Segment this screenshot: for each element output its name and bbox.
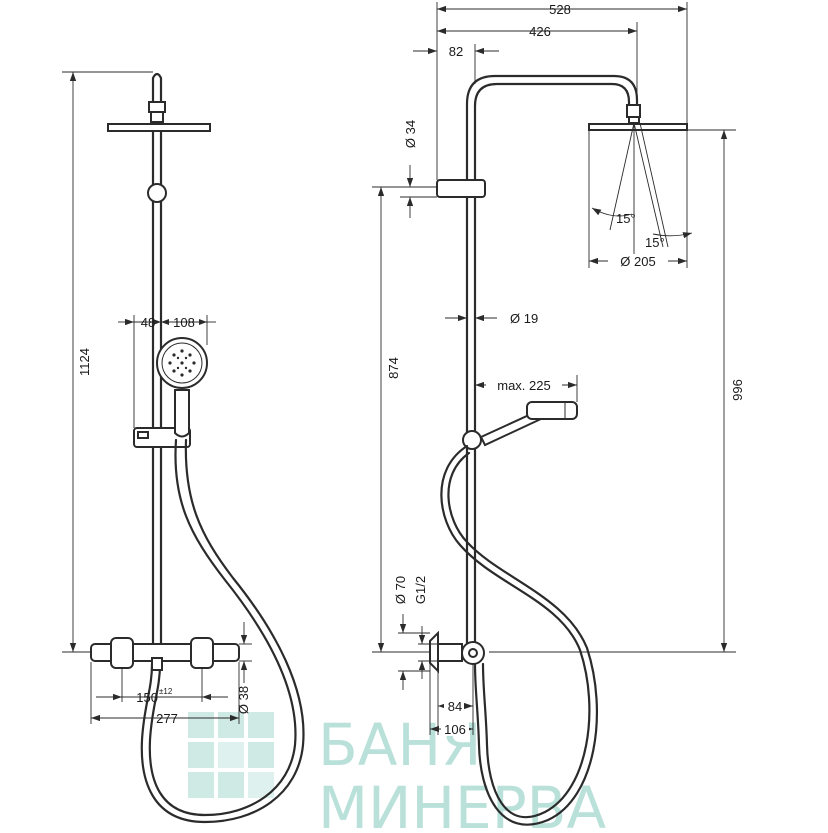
- front-hand-shower: [156, 337, 208, 438]
- side-dimension-205: Ø 205: [588, 130, 688, 269]
- svg-text:Ø 70: Ø 70: [393, 576, 408, 604]
- front-dimension-38: Ø 38: [236, 622, 252, 714]
- svg-text:1124: 1124: [77, 348, 92, 376]
- svg-text:996: 996: [730, 379, 745, 401]
- svg-text:G1/2: G1/2: [413, 576, 428, 604]
- svg-text:84: 84: [448, 699, 462, 714]
- side-ball-joint: [462, 430, 482, 450]
- side-hose: [440, 444, 591, 819]
- side-dimension-84-106: 84 106: [429, 662, 474, 737]
- side-view: 528 426 82 Ø 34 874 Ø: [372, 2, 745, 826]
- side-dimension-19: Ø 19: [445, 311, 538, 326]
- front-dimension-277: 277: [90, 662, 240, 726]
- svg-text:528: 528: [549, 2, 571, 17]
- front-dimension-150: 150 ±12: [96, 668, 228, 705]
- side-dimension-angles: 15° 15°: [591, 122, 693, 258]
- front-head-shower: [107, 123, 211, 132]
- svg-text:48: 48: [141, 315, 155, 330]
- front-head-neck: [150, 111, 164, 123]
- side-dimension-70-g12: Ø 70 G1/2: [393, 576, 438, 690]
- front-head-connector: [148, 101, 166, 113]
- svg-text:Ø 38: Ø 38: [236, 686, 251, 714]
- svg-text:±12: ±12: [159, 687, 173, 696]
- side-dimension-874: 874: [372, 186, 430, 653]
- side-dimension-82: 82: [413, 44, 499, 84]
- svg-text:150: 150: [136, 690, 158, 705]
- svg-text:82: 82: [449, 44, 463, 59]
- front-dimension-height: 1124: [62, 71, 153, 653]
- svg-text:max. 225: max. 225: [497, 378, 550, 393]
- side-head-shower: [588, 123, 688, 131]
- svg-text:15°: 15°: [616, 211, 636, 226]
- side-dimension-225: max. 225: [475, 375, 578, 402]
- side-dimension-528: 528: [436, 2, 688, 180]
- side-riser-pipe: [465, 74, 639, 652]
- svg-text:Ø 34: Ø 34: [403, 120, 418, 148]
- front-hose: [148, 438, 297, 817]
- svg-text:15°: 15°: [645, 235, 665, 250]
- front-thermostat-body: [90, 637, 240, 671]
- svg-text:108: 108: [173, 315, 195, 330]
- side-slider: [436, 179, 486, 198]
- side-wall-connection: [429, 630, 485, 674]
- svg-text:106: 106: [444, 722, 466, 737]
- side-head-joint: [626, 104, 641, 118]
- side-dimension-996: 996: [489, 129, 745, 653]
- front-dimension-48-108: 48 108: [118, 315, 216, 428]
- svg-text:426: 426: [529, 24, 551, 39]
- watermark-line-2: МИНЕРВА: [318, 774, 606, 833]
- svg-text:277: 277: [156, 711, 178, 726]
- svg-text:Ø 205: Ø 205: [620, 254, 655, 269]
- side-dimension-426: 426: [437, 22, 638, 100]
- side-dimension-34: Ø 34: [400, 120, 437, 218]
- front-view: 1124 48 108 150 ±12 2: [62, 71, 305, 824]
- svg-text:Ø 19: Ø 19: [510, 311, 538, 326]
- side-hand-shower: [479, 401, 578, 447]
- svg-text:874: 874: [386, 357, 401, 379]
- front-slider-ball: [147, 183, 167, 203]
- watermark-logo-icon: [188, 712, 274, 798]
